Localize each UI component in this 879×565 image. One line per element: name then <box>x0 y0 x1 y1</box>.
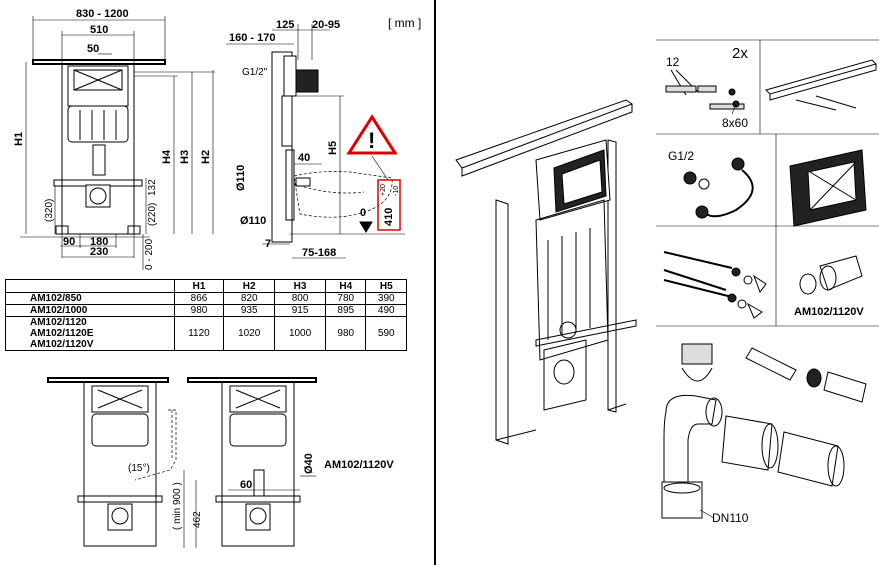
hose-icon <box>683 157 754 219</box>
range-75-168-label: 75-168 <box>302 247 336 259</box>
h462-label: 462 <box>192 511 203 528</box>
screw-len-label: 12 <box>666 55 680 69</box>
top-offset-label: 50 <box>87 43 99 55</box>
table-row: AM102/1120 AM102/1120E AM102/1120V 1120 … <box>5 316 407 351</box>
floor-range-label: 0 - 200 <box>144 238 155 270</box>
side-view: [ mm ] 125 20-95 160 - 170 G1/2" H5 40 Ø… <box>226 16 421 259</box>
table-row: AM102/850 866 820 800 780 390 <box>5 292 407 305</box>
dim-180-label: 180 <box>90 236 108 248</box>
table-cell: 866 <box>173 292 225 305</box>
dimension-table: H1 H2 H3 H4 H5 AM102/850 866 820 800 780… <box>5 279 407 351</box>
model-line: AM102/1120E <box>30 328 94 339</box>
table-cell: 1000 <box>274 316 326 351</box>
warning-icon <box>346 114 398 155</box>
parts-drawing-right: 12 8x60 2x G1/2 <box>455 39 879 525</box>
count-label: 2x <box>732 45 748 62</box>
pipe-label: DN110 <box>712 511 749 525</box>
table-cell: 1020 <box>223 316 276 351</box>
table-header <box>5 279 175 293</box>
model-line: AM102/1120 <box>30 317 87 328</box>
frame-width-label: 510 <box>90 24 108 36</box>
table-header: H1 <box>173 279 225 293</box>
h1-label: H1 <box>13 132 25 146</box>
d110a-label: Ø110 <box>235 165 247 191</box>
table-header: H2 <box>223 279 276 293</box>
pipe-assembly-icon <box>661 343 867 519</box>
model-line: AM102/1120V <box>30 339 94 350</box>
thread-label: G1/2" <box>242 67 268 78</box>
table-cell: 980 <box>324 316 367 351</box>
dim-132-label: 132 <box>147 179 158 196</box>
page-divider <box>434 0 436 565</box>
anchor-label: 8x60 <box>722 116 748 130</box>
d40-label: 40 <box>298 152 310 164</box>
dim-90-label: 90 <box>63 236 75 248</box>
seat-height-label: 410 <box>383 208 395 226</box>
frame-perspective <box>455 99 637 445</box>
dim-160-170-label: 160 - 170 <box>229 32 275 44</box>
rail-icon <box>765 59 877 111</box>
table-cell: 1120 <box>173 316 225 351</box>
h3-label: H3 <box>179 150 191 164</box>
table-cell: 490 <box>365 304 407 317</box>
dim-20-95-label: 20-95 <box>312 19 340 31</box>
d40-bottom-label: Ø40 <box>303 453 315 474</box>
table-cell: 915 <box>274 304 326 317</box>
table-cell: 800 <box>274 292 326 305</box>
model-part-label: AM102/1120V <box>794 306 864 318</box>
table-cell: 390 <box>365 292 407 305</box>
zero-label: 0 <box>360 207 366 219</box>
dim-220-label: (220) <box>147 203 158 226</box>
seat-tol-minus: -10 <box>393 186 400 196</box>
model-cell: AM102/850 <box>5 292 175 305</box>
model-bottom-label: AM102/1120V <box>324 459 394 471</box>
dim-320-label: (320) <box>44 199 55 222</box>
model-cell: AM102/1120 AM102/1120E AM102/1120V <box>5 316 175 351</box>
table-cell: 980 <box>173 304 225 317</box>
table-header: H3 <box>274 279 326 293</box>
table-header-row: H1 H2 H3 H4 H5 <box>5 279 407 293</box>
unit-label: [ mm ] <box>388 16 421 30</box>
seat-tol-plus: +20 <box>380 184 387 196</box>
table-cell: 895 <box>324 304 367 317</box>
table-header: H4 <box>324 279 367 293</box>
dim-125-label: 125 <box>276 19 294 31</box>
screw-icon <box>665 69 745 110</box>
bottom-views: (15°) ( min 900 ) 462 60 Ø40 AM102/1120V <box>47 377 394 548</box>
d60-label: 60 <box>240 479 252 491</box>
min-height-label: ( min 900 ) <box>172 482 183 530</box>
width-range-label: 830 - 1200 <box>76 8 129 20</box>
front-view: 830 - 1200 510 50 H1 H4 H3 H2 <box>13 8 215 270</box>
parts-grid: 12 8x60 2x G1/2 <box>656 39 879 525</box>
table-cell: 935 <box>223 304 276 317</box>
table-cell: 590 <box>365 316 407 351</box>
h4-label: H4 <box>161 149 173 164</box>
svg-text:!: ! <box>368 128 375 153</box>
h2-label: H2 <box>200 150 212 164</box>
angle-label: (15°) <box>128 463 150 474</box>
table-cell: 780 <box>324 292 367 305</box>
h5-label: H5 <box>327 141 339 155</box>
bolts-icon <box>663 251 767 319</box>
thread-part-label: G1/2 <box>668 149 694 163</box>
cistern-icon <box>789 149 867 227</box>
dim-230-label: 230 <box>90 246 108 258</box>
model-cell: AM102/1000 <box>5 304 175 317</box>
table-cell: 820 <box>223 292 276 305</box>
d110b-label: Ø110 <box>240 215 266 227</box>
table-header: H5 <box>365 279 407 293</box>
table-row: AM102/1000 980 935 915 895 490 <box>5 304 407 317</box>
technical-drawing-left: 830 - 1200 510 50 H1 H4 H3 H2 <box>13 8 421 548</box>
elbow-icon <box>799 255 863 295</box>
